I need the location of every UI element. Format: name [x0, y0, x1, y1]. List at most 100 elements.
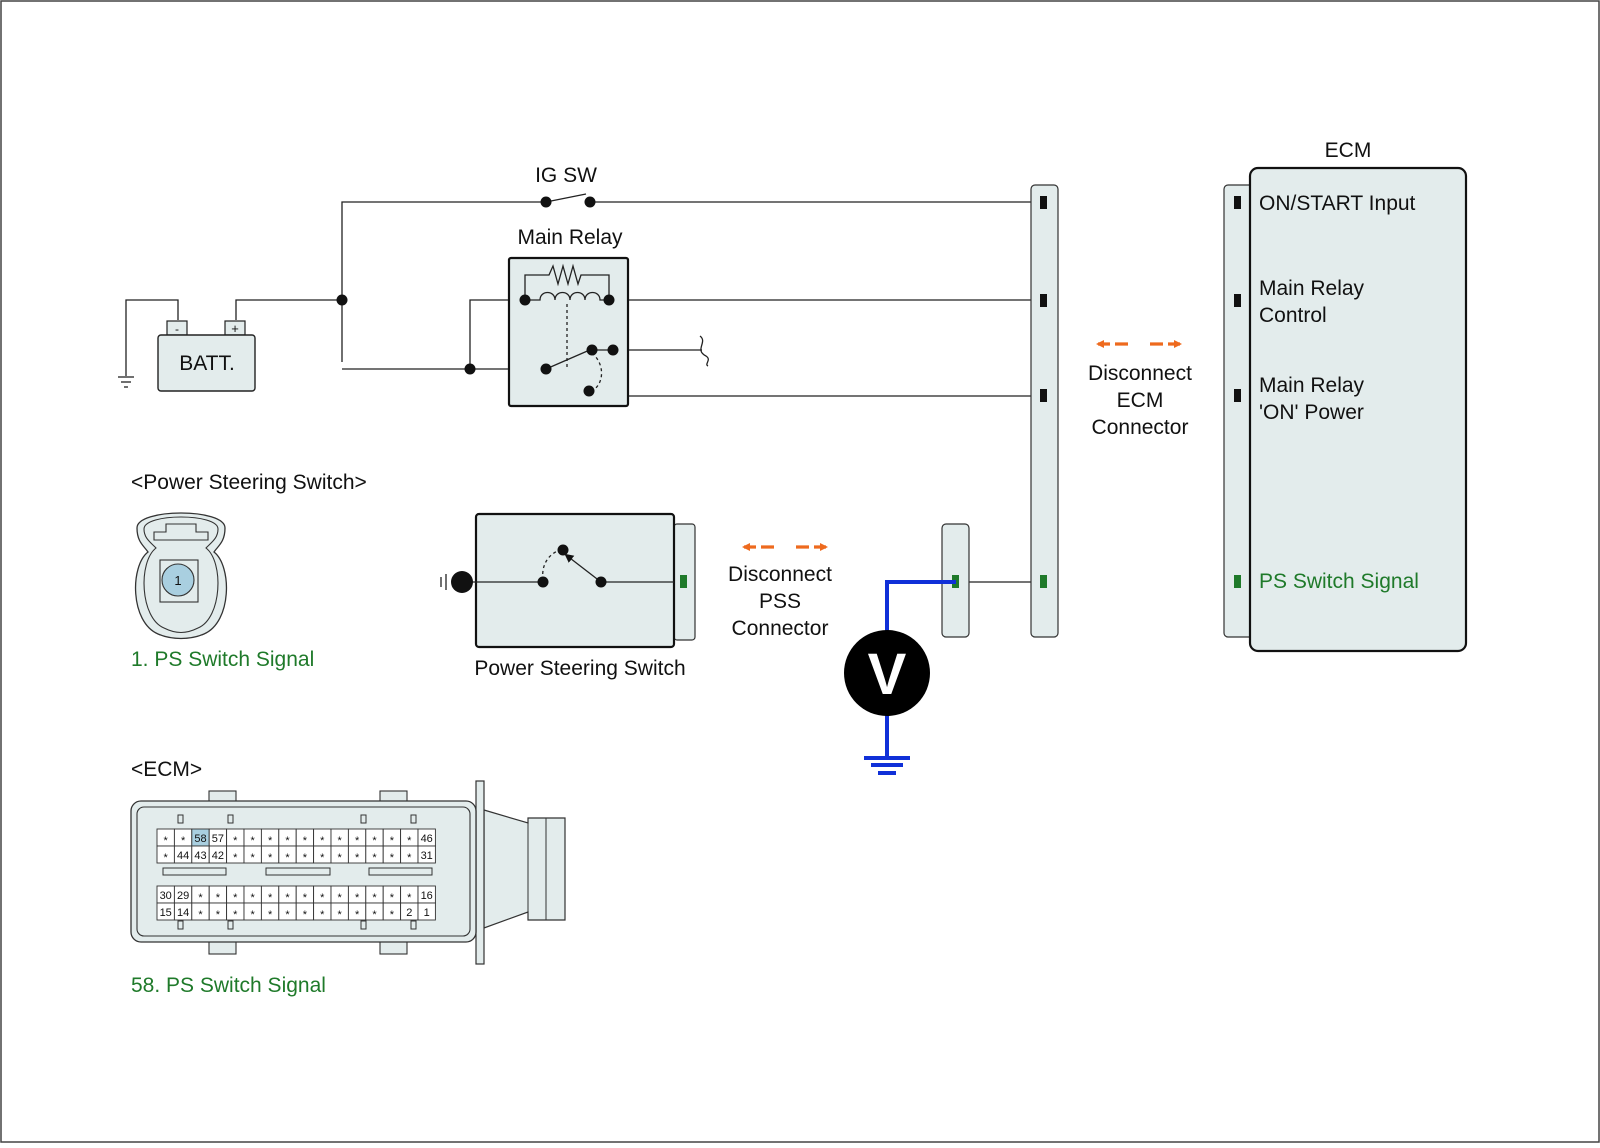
pss-ground-terminal — [451, 571, 473, 593]
ecm-pin-label: 29 — [177, 890, 189, 902]
ecm-pin-label: * — [303, 892, 308, 904]
ecm-pin-label: * — [164, 835, 169, 847]
ecm-connector-header: <ECM> — [131, 758, 202, 781]
disconnect-pss-line1: Disconnect — [728, 563, 832, 586]
ecm-pin-label: * — [355, 892, 360, 904]
battery: - + BATT. — [157, 320, 256, 392]
ecm-pin-label: * — [338, 835, 343, 847]
main-relay — [507, 256, 630, 408]
ecm-pin-label-relay-power-1: Main Relay — [1259, 374, 1365, 397]
ecm-pin-label: * — [285, 909, 290, 921]
pss-pin-1 — [161, 563, 195, 597]
ecm-pin-label: 44 — [177, 850, 189, 862]
battery-plus-label: + — [231, 321, 239, 336]
ecm-box — [1248, 166, 1468, 653]
ecm-connector-face: * * 58 57 * * * * * * * * * * * 46 * 44 43 42 * * * * * * * * * * * 31 3… — [130, 780, 566, 965]
ecm-pin-label: * — [355, 835, 360, 847]
ecm-pin-label: * — [355, 852, 360, 864]
ecm-pin-label-on-start: ON/START Input — [1259, 192, 1416, 215]
ecm-pin-label: 58 — [194, 833, 206, 845]
ecm-pin-label: 43 — [194, 850, 206, 862]
harness-pin-relay-control — [1040, 294, 1047, 307]
ecm-pin-label: * — [407, 835, 412, 847]
ecm-pin-label: * — [233, 909, 238, 921]
ecm-pin-label: * — [303, 909, 308, 921]
battery-label: BATT. — [179, 352, 235, 375]
pss-box-caption: Power Steering Switch — [474, 657, 685, 680]
battery-minus-label: - — [175, 322, 179, 336]
ecm-pin-label: * — [164, 852, 169, 864]
ig-sw-label: IG SW — [535, 164, 597, 187]
ecm-pin-label: 57 — [212, 833, 224, 845]
ecm-pin-label: * — [268, 909, 273, 921]
ecm-pin-label: * — [372, 852, 377, 864]
ecm-pin-label: * — [233, 892, 238, 904]
ecm-pin-label: * — [181, 835, 186, 847]
voltmeter-probe — [864, 580, 956, 775]
ecm-pin-label: * — [251, 835, 256, 847]
ecm-pin-relay-power — [1234, 389, 1241, 402]
ecm-pin-caption: 58. PS Switch Signal — [131, 974, 326, 997]
ecm-pin-label-relay-control-1: Main Relay — [1259, 277, 1365, 300]
pss-pin-caption: 1. PS Switch Signal — [131, 648, 314, 671]
ecm-pin-label: 16 — [421, 890, 433, 902]
ecm-pin-label: * — [407, 852, 412, 864]
disconnect-pss-line2: PSS — [759, 590, 801, 613]
power-steering-switch — [440, 512, 696, 649]
disconnect-ecm-line3: Connector — [1092, 416, 1189, 439]
ecm-pin-label-relay-power-2: 'ON' Power — [1259, 401, 1364, 424]
ecm-title: ECM — [1325, 139, 1372, 162]
pss-pin-signal — [680, 575, 687, 588]
ecm-pin-label: 46 — [421, 833, 433, 845]
battery-body — [157, 334, 256, 392]
ecm-pin-label: * — [198, 892, 203, 904]
ecm-pin-label: * — [268, 852, 273, 864]
ecm-pin-on-start — [1234, 196, 1241, 209]
ecm-pin-label: 1 — [424, 907, 430, 919]
ecm-pin-cell — [417, 902, 436, 921]
ecm-pin-label: * — [268, 835, 273, 847]
ecm-pin-label: * — [338, 909, 343, 921]
ecm-harness-connector — [1030, 184, 1059, 638]
ecm-pin-label: * — [320, 835, 325, 847]
harness-pin-ps-signal — [1040, 575, 1047, 588]
ecm-pin-label: 15 — [160, 907, 172, 919]
pss-box — [474, 512, 676, 649]
ecm-pin-label: * — [303, 835, 308, 847]
ecm-pin-label-relay-control-2: Control — [1259, 304, 1327, 327]
ecm-pin-label: 42 — [212, 850, 224, 862]
disconnect-ecm-line1: Disconnect — [1088, 362, 1192, 385]
ecm-pin-label: 31 — [421, 850, 433, 862]
ecm-pin-label: * — [338, 892, 343, 904]
disconnect-ecm-line2: ECM — [1117, 389, 1164, 412]
ecm-pin-label: * — [251, 852, 256, 864]
ecm-pin-label: * — [268, 892, 273, 904]
pss-connector-header: <Power Steering Switch> — [131, 471, 367, 494]
ecm-pin-label: * — [390, 892, 395, 904]
ecm-pin-label: * — [372, 909, 377, 921]
ecm-pin-label: * — [233, 852, 238, 864]
ecm-pin-label: * — [320, 909, 325, 921]
ecm-pin-label: * — [216, 909, 221, 921]
ecm-pin-label: * — [251, 909, 256, 921]
ecm-pin-label: * — [355, 909, 360, 921]
junction-dots — [336, 196, 596, 375]
ecm-pin-label: * — [390, 909, 395, 921]
ecm-pin-label: 30 — [160, 890, 172, 902]
ecm-pin-label: * — [285, 892, 290, 904]
wire-break-icon — [699, 335, 709, 367]
ecm-pin-label: * — [407, 892, 412, 904]
ecm-pin-label: 2 — [406, 907, 412, 919]
ecm-pin-label: * — [372, 835, 377, 847]
ecm-pin-label: * — [285, 835, 290, 847]
ecm-harness-connector-body — [1030, 184, 1059, 638]
main-relay-label: Main Relay — [517, 226, 623, 249]
pss-connector-face: 1 — [134, 512, 228, 640]
ground-icon — [118, 376, 134, 388]
ecm-pin-label: * — [390, 835, 395, 847]
voltmeter-label: V — [868, 642, 907, 707]
harness-pin-relay-power — [1040, 389, 1047, 402]
ecm-pin-grid: * * 58 57 * * * * * * * * * * * 46 * 44 43 42 * * * * * * * * * * * 31 3… — [156, 828, 436, 921]
ecm-module — [1223, 166, 1468, 653]
